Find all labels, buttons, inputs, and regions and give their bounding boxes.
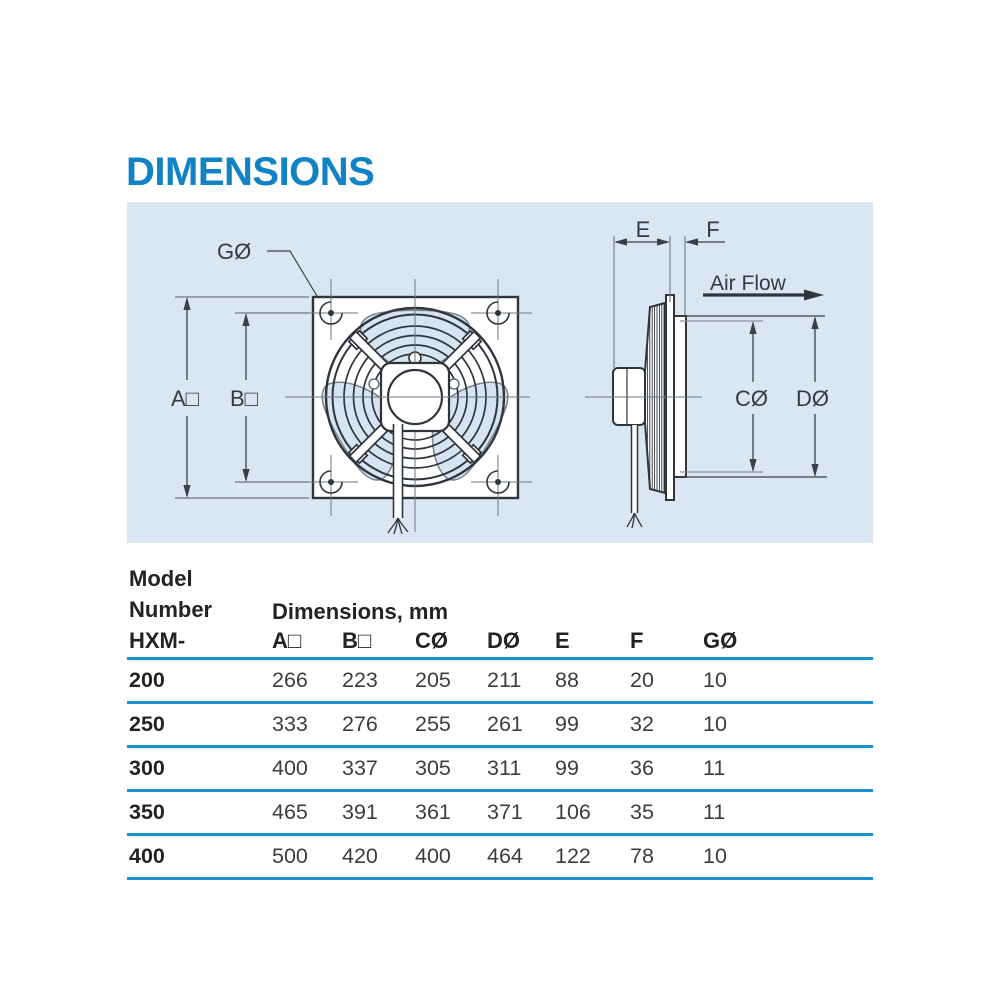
label-e-dim: E [636,217,651,242]
air-flow-arrow [703,289,824,301]
model-header-line3: HXM- [129,628,186,653]
table-row: 250 333 276 255 261 99 32 10 [127,701,873,745]
cell-e: 88 [555,668,579,692]
table-row: 200 266 223 205 211 88 20 10 [127,657,873,701]
label-g-dim: GØ [217,239,251,264]
col-header-f: F [630,628,644,653]
cell-f: 32 [630,712,654,736]
power-cable-front [387,424,409,535]
table-row: 400 500 420 400 464 122 78 10 [127,833,873,880]
label-c-dim: CØ [735,386,768,411]
model-cell: 250 [129,712,165,736]
cell-g: 10 [703,712,727,736]
col-header-b: B□ [342,628,372,653]
cell-c: 305 [415,756,451,780]
ef-dimension-arrows [614,238,725,246]
ef-extension-lines [613,236,686,368]
cell-d: 464 [487,844,523,868]
power-cable-side [626,425,643,529]
model-cell: 300 [129,756,165,780]
cell-e: 99 [555,756,579,780]
dimensions-mm-header: Dimensions, mm [272,599,449,624]
cell-f: 35 [630,800,654,824]
d-dimension-arrow [811,316,819,477]
dimensions-diagram-panel: A□ B□ GØ [127,202,873,543]
column-headers: A□ B□ CØ DØ E F GØ [272,628,873,654]
model-cell: 350 [129,800,165,824]
guard-spokes [347,329,483,465]
cell-g: 10 [703,844,727,868]
dimensions-table: Model Number HXM- Dimensions, mm A□ B□ C… [127,562,873,880]
col-header-a: A□ [272,628,302,653]
a-dimension-arrow [183,297,191,498]
front-view: A□ B□ GØ [171,239,532,535]
model-cell: 400 [129,844,165,868]
cell-g: 11 [703,800,726,824]
cell-d: 211 [487,668,522,692]
cell-b: 337 [342,756,378,780]
cell-d: 261 [487,712,523,736]
cell-c: 255 [415,712,451,736]
cell-a: 500 [272,844,308,868]
cell-b: 420 [342,844,378,868]
c-dimension-arrow [749,321,757,472]
cell-a: 465 [272,800,308,824]
cell-g: 10 [703,668,727,692]
cell-g: 11 [703,756,726,780]
label-a-dim: A□ [171,386,199,411]
cell-c: 205 [415,668,451,692]
label-d-dim: DØ [796,386,829,411]
cd-reference-lines [677,315,827,478]
cell-f: 20 [630,668,654,692]
cell-b: 391 [342,800,378,824]
model-cell: 200 [129,668,165,692]
cell-e: 106 [555,800,591,824]
table-header: Model Number HXM- Dimensions, mm A□ B□ C… [127,562,873,657]
guard-side [641,301,666,495]
cell-e: 99 [555,712,579,736]
cell-c: 361 [415,800,451,824]
cell-a: 266 [272,668,308,692]
cell-f: 78 [630,844,654,868]
label-b-dim: B□ [230,386,258,411]
table-row: 350 465 391 361 371 106 35 11 [127,789,873,833]
page-title: DIMENSIONS [126,150,375,194]
mounting-holes [319,301,510,494]
fan-blades [321,309,509,481]
side-view: E F Air Flow CØ DØ [585,217,829,529]
cell-b: 276 [342,712,378,736]
cell-d: 371 [487,800,523,824]
col-header-e: E [555,628,570,653]
col-header-c: CØ [415,628,448,653]
table-row: 300 400 337 305 311 99 36 11 [127,745,873,789]
cell-e: 122 [555,844,591,868]
label-f-dim: F [706,217,719,242]
fan-dimension-drawing: A□ B□ GØ [171,217,829,535]
cell-d: 311 [487,756,522,780]
cell-f: 36 [630,756,654,780]
extension-lines [175,296,309,499]
model-header-line1: Model [129,566,193,591]
air-flow-label: Air Flow [710,272,787,295]
model-number-header: Model Number HXM- [129,563,212,656]
col-header-g: GØ [703,628,738,653]
cell-a: 400 [272,756,308,780]
centerlines [285,279,532,532]
cell-c: 400 [415,844,451,868]
col-header-d: DØ [487,628,520,653]
b-dimension-arrow [242,313,250,482]
model-header-line2: Number [129,597,213,622]
cell-a: 333 [272,712,308,736]
cell-b: 223 [342,668,378,692]
